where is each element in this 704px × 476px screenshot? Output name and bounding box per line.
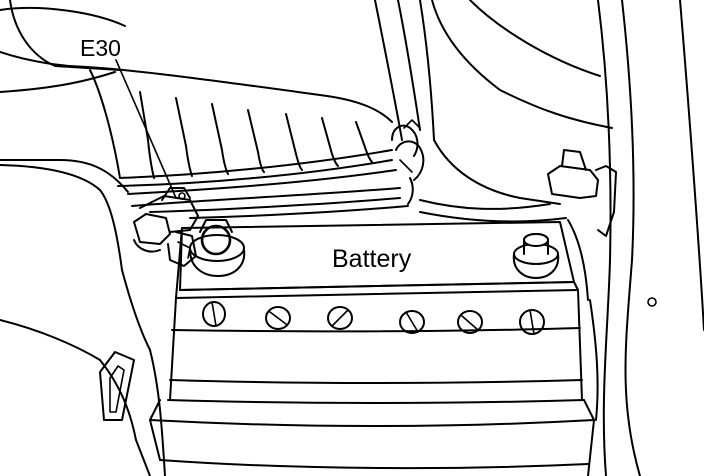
battery (149, 221, 595, 476)
e30-ground-connector (133, 187, 199, 267)
ribbed-cover (59, 65, 409, 219)
vent-cap (265, 306, 291, 330)
vent-cap (327, 306, 353, 330)
left-body-panel (0, 0, 166, 476)
battery-terminal-right (512, 233, 560, 279)
vent-cap (457, 310, 483, 334)
vent-cap (519, 309, 545, 335)
cover-clip (391, 119, 425, 205)
vent-caps (202, 301, 545, 335)
left-slot (99, 351, 135, 421)
battery-label: Battery (332, 245, 412, 273)
vent-cap (399, 310, 425, 334)
vent-cap (202, 301, 226, 327)
connector-label-e30: E30 (80, 35, 121, 61)
e30-leader-line (115, 59, 177, 199)
